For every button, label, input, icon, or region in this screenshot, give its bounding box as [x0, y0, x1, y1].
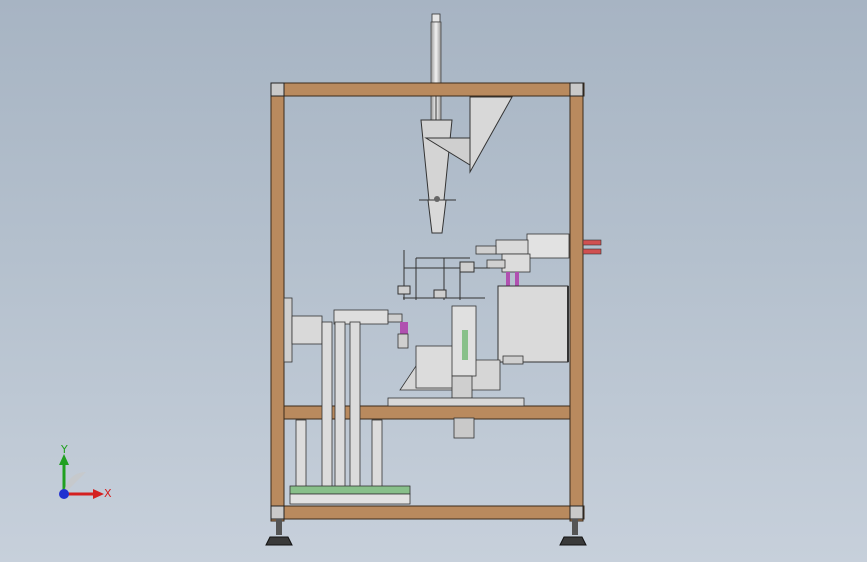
- leveling-feet: [265, 519, 587, 546]
- central-mechanism: [387, 305, 525, 439]
- feed-chute: [424, 96, 513, 174]
- coordinate-triad: [59, 454, 104, 499]
- x-axis-label: X: [104, 487, 112, 500]
- horizontal-cylinder-assembly: [475, 233, 602, 286]
- left-bracket-arm: [283, 297, 409, 363]
- support-columns: [289, 321, 411, 505]
- motor-box: [497, 285, 569, 365]
- y-axis-label: Y: [61, 443, 68, 456]
- hopper-funnel: [419, 119, 456, 234]
- linkage-rods: [397, 250, 490, 300]
